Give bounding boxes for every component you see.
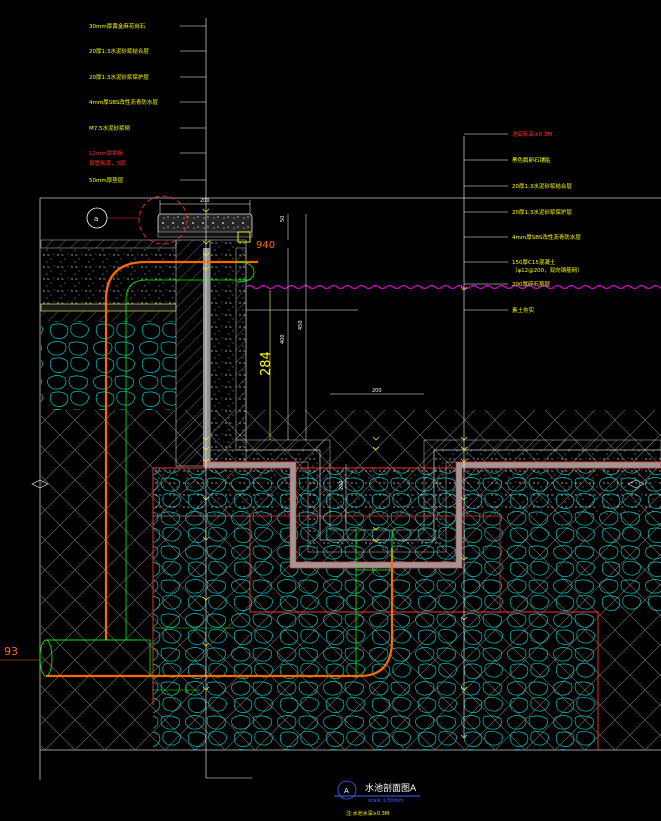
left-label-7: 50mm厚垫层: [89, 176, 124, 184]
right-label-3: 20厚1:3水泥砂浆保护层: [512, 208, 572, 216]
dim-big-284: 284: [259, 351, 274, 376]
dim-pipe-top: 940: [256, 240, 275, 251]
left-label-4: M7.5水泥砂浆砌: [89, 124, 130, 132]
title-marker: A: [344, 787, 349, 795]
right-label-5: 150厚C15混凝土: [512, 258, 556, 266]
dimensions: 200 50 450 400 284 200 200 940 93: [0, 198, 424, 661]
title-note: 注:水池水深≥0.3M: [346, 810, 389, 817]
leaders: [180, 18, 508, 779]
left-label-2: 20厚1:3水泥砂浆保护层: [89, 73, 149, 81]
coping-stone: [157, 213, 253, 243]
right-layer-labels: 池底标高±0.3M 黑色鹅卵石铺贴 20厚1:3水泥砂浆结合层 20厚1:3水泥砂浆保…: [512, 130, 583, 314]
dim-v-450: 450: [298, 320, 304, 330]
pool-bottom-layers: [203, 439, 661, 569]
pool-basin-base: [152, 467, 661, 750]
title-block: A 水池剖面图A scale 1:50mm 注:水池水深≥0.3M: [334, 780, 420, 817]
right-label-6: （φ12@200，双向钢筋网）: [512, 266, 583, 274]
left-layer-labels: 30mm厚黄金麻花岗石 20厚1:3水泥砂浆结合层 20厚1:3水泥砂浆保护层 4mm…: [89, 22, 158, 184]
right-label-1: 黑色鹅卵石铺贴: [512, 156, 551, 164]
left-label-3: 4mm厚SBS改性沥青防水层: [89, 98, 158, 106]
right-label-4: 4mm厚SBS改性沥青防水层: [512, 233, 581, 241]
svg-text:a: a: [94, 215, 98, 223]
drain-pipe: [355, 530, 393, 676]
left-label-0: 30mm厚黄金麻花岗石: [89, 22, 146, 30]
dim-v-50: 50: [280, 216, 286, 222]
right-label-2: 20厚1:3水泥砂浆结合层: [512, 182, 572, 190]
bottom-drain-label: 排水管: [228, 771, 245, 779]
left-label-5: 12mm厚钢板: [89, 149, 124, 157]
right-label-0: 池底标高±0.3M: [512, 130, 552, 138]
left-ground-layers: [40, 239, 177, 410]
water-surface: [245, 285, 661, 289]
pool-wall: [175, 239, 247, 467]
dim-v-200: 200: [339, 480, 345, 490]
wall-finish-label: 灰色鹅卵石铺贴: [360, 307, 399, 315]
left-label-1: 20厚1:3水泥砂浆结合层: [89, 47, 149, 55]
right-label-8: 素土夯实: [512, 306, 535, 314]
dim-top-200: 200: [200, 198, 210, 204]
title-scale: scale 1:50mm: [368, 798, 404, 804]
callout-bubble-a: a: [86, 195, 188, 245]
left-label-6: 钢管刷漆，3层: [89, 159, 126, 167]
inlet-pipe: [39, 260, 394, 693]
dim-v-400: 400: [280, 334, 286, 344]
dim-drain-200: 200: [372, 388, 382, 394]
title-text: 水池剖面图A: [365, 782, 417, 794]
right-label-7: 200厚碎石垫层: [512, 280, 550, 288]
drain-pipe-label: DN75排水管: [406, 365, 438, 373]
dim-pipe-left: 93: [4, 645, 18, 658]
